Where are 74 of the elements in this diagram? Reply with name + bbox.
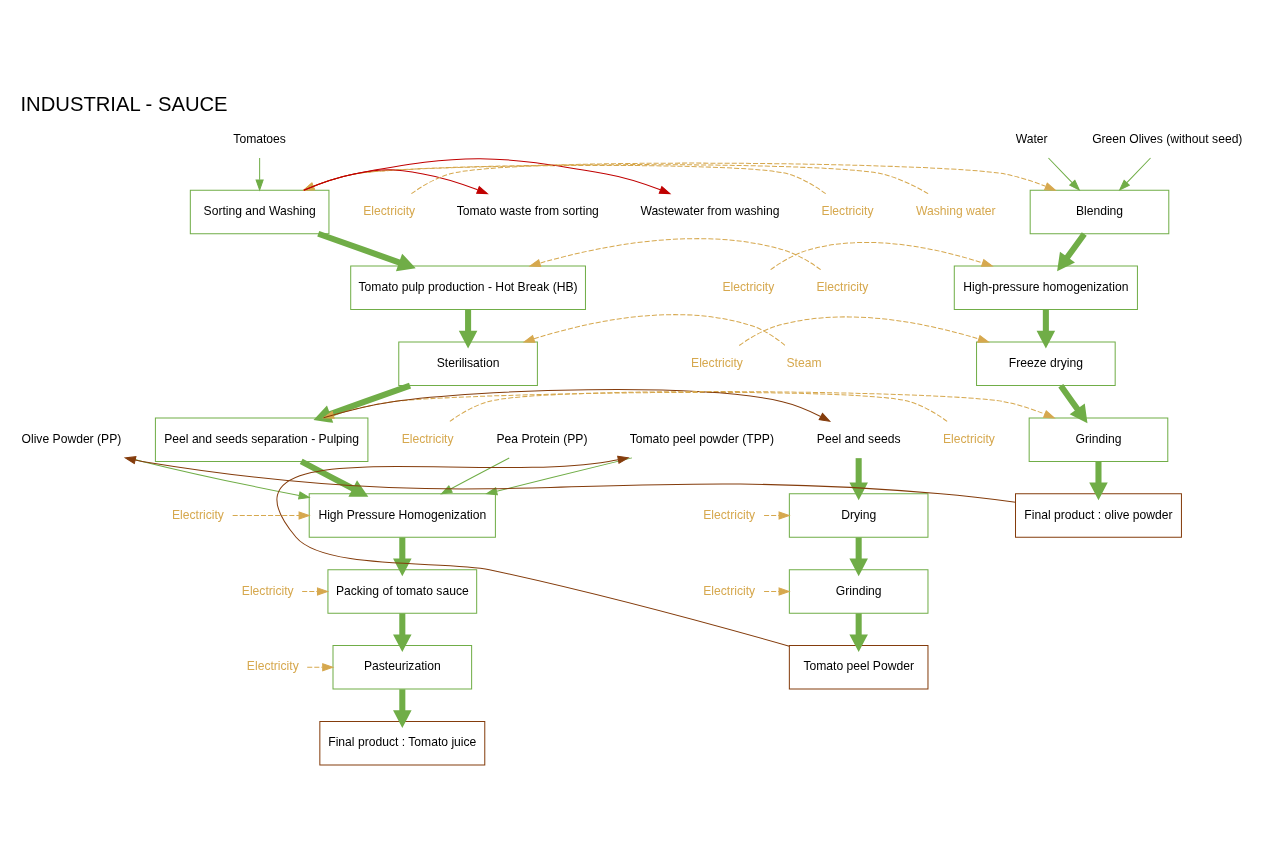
node-text: Electricity <box>241 583 294 598</box>
node-box: Grinding <box>1028 416 1169 462</box>
arrow <box>522 313 786 346</box>
arrow <box>255 157 264 192</box>
node-box: Peel and seeds separation - Pulping <box>154 416 369 462</box>
node-box: Tomato peel Powder <box>788 644 929 690</box>
node-box: Sterilisation <box>398 341 538 386</box>
arrow <box>393 688 412 728</box>
arrow <box>303 157 672 194</box>
node-text: Electricity <box>401 431 454 446</box>
arrow <box>763 586 791 596</box>
arrow <box>1036 309 1056 348</box>
arrow <box>528 237 822 270</box>
node-text: Olive Powder (PP) <box>21 431 122 446</box>
node-text: Peel and seeds <box>816 431 901 446</box>
node-box: Drying <box>788 492 929 538</box>
node-text: Tomatoes <box>233 131 286 146</box>
arrow <box>301 586 330 596</box>
node-text: Washing water <box>915 203 996 218</box>
node-box: Freeze drying <box>976 341 1116 386</box>
node-text: Electricity <box>816 279 869 294</box>
arrow <box>276 455 790 647</box>
node-box: Sorting and Washing <box>189 189 330 234</box>
node-text: Electricity <box>703 507 756 522</box>
node-box: Pasteurization <box>332 644 473 690</box>
node-text: Electricity <box>943 431 995 446</box>
node-box: Blending <box>1029 189 1170 234</box>
arrow <box>849 457 868 500</box>
arrow <box>306 662 335 672</box>
arrow <box>303 168 489 194</box>
node-text: Electricity <box>246 658 299 673</box>
arrow <box>449 390 1056 422</box>
arrow <box>123 455 1016 503</box>
node-box: Final product : olive powder <box>1015 492 1182 538</box>
node-text: Electricity <box>722 279 775 294</box>
node-box: High Pressure Homogenization <box>308 492 496 538</box>
node-text: Green Olives (without seed) <box>1092 131 1243 146</box>
node-text: Tomato waste from sorting <box>456 203 599 218</box>
arrow <box>302 163 929 194</box>
node-text: Electricity <box>171 507 224 522</box>
node-text: Electricity <box>703 583 756 598</box>
arrow <box>738 315 990 346</box>
arrow <box>440 456 510 494</box>
arrow <box>458 309 478 348</box>
arrow <box>393 612 412 652</box>
arrow <box>299 458 369 497</box>
node-text: Pea Protein (PP) <box>496 431 588 446</box>
diagram-title: INDUSTRIAL - SAUCE <box>20 92 228 115</box>
arrow <box>770 241 994 270</box>
node-text: Electricity <box>821 203 874 218</box>
arrow <box>1089 461 1108 500</box>
node-box: Tomato pulp production - Hot Break (HB) <box>350 265 586 310</box>
arrow <box>1057 231 1087 271</box>
arrow <box>1047 157 1081 191</box>
arrow <box>232 510 311 520</box>
arrow <box>302 164 827 194</box>
arrow <box>410 162 1057 194</box>
arrow <box>1118 157 1152 191</box>
node-text: Water <box>1015 131 1048 146</box>
node-box: High-pressure homogenization <box>953 265 1138 310</box>
node-text: Tomato peel powder (TPP) <box>629 431 774 446</box>
node-text: Steam <box>786 355 822 370</box>
arrow <box>1058 383 1088 423</box>
node-text: Wastewater from washing <box>640 203 780 218</box>
arrow <box>313 382 412 423</box>
arrow <box>763 510 791 520</box>
node-box: Final product : Tomato juice <box>319 720 486 765</box>
arrow <box>317 230 416 271</box>
arrow <box>849 612 868 652</box>
node-box: Packing of tomato sauce <box>327 568 478 614</box>
node-box: Grinding <box>788 568 929 614</box>
arrow <box>485 456 633 495</box>
node-text: Electricity <box>691 355 743 370</box>
node-text: Electricity <box>363 203 416 218</box>
